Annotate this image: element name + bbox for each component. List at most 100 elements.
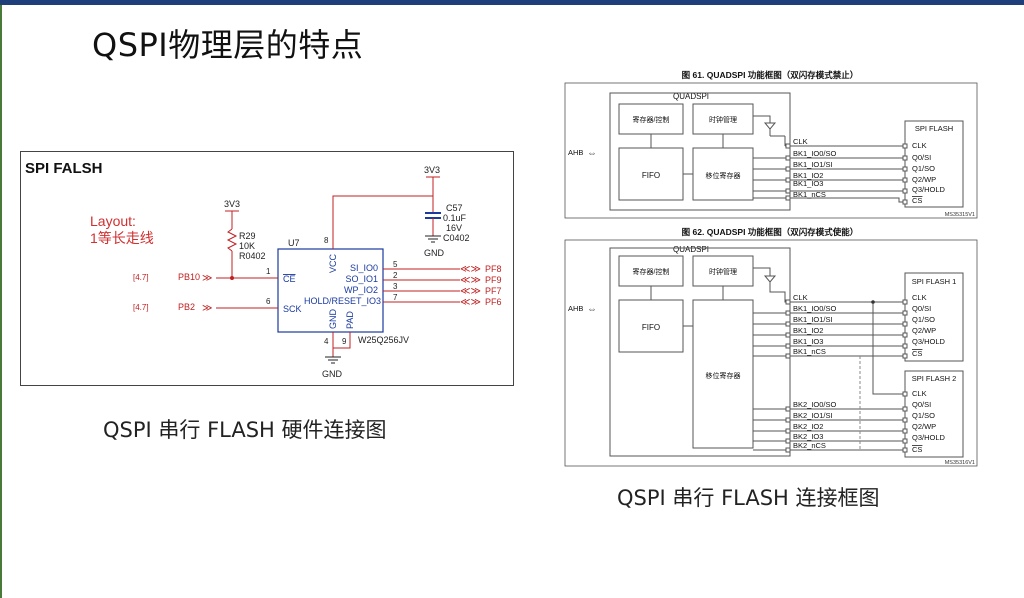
d61-ahb: AHB (568, 148, 583, 157)
d61-flash-title: SPI FLASH (915, 124, 953, 133)
d62-fifo: FIFO (642, 323, 660, 332)
d62-flash2 (904, 370, 964, 458)
c-ref: C57 (446, 203, 463, 213)
d62-flash2-pin: CLK (912, 389, 927, 398)
r-vcc-label: 3V3 (224, 199, 240, 209)
io-arrow-icon: ≪≫ (460, 297, 481, 308)
u-gnd: GND (322, 369, 343, 379)
d61-signal: BK1_nCS (793, 190, 826, 199)
chip-part: W25Q256JV (358, 335, 409, 345)
d62-shift-reg: 移位寄存器 (706, 371, 741, 380)
c-package: C0402 (443, 233, 470, 243)
d61-flash-pin: CS (912, 196, 922, 205)
d62-signal-bk2: BK2_IO3 (793, 432, 823, 441)
io-net: PF9 (485, 275, 502, 285)
left-accent-bar (0, 5, 2, 598)
io-arrow-icon: ≪≫ (460, 286, 481, 297)
d62-signal-bk2: BK2_IO2 (793, 422, 823, 431)
slide-title: QSPI物理层的特点 (92, 26, 364, 64)
d61-signal: CLK (793, 137, 808, 146)
d62-reg-ctrl: 寄存器/控制 (633, 267, 670, 276)
d62-flash2-pin: Q2/WP (912, 422, 936, 431)
io-pin-row: WP_IO2 3 ≪≫ PF7 (344, 282, 502, 297)
c-vcc-label: 3V3 (424, 165, 440, 175)
d62-signal: BK1_IO2 (793, 326, 823, 335)
d61-shift-reg: 移位寄存器 (706, 171, 741, 180)
layout-note-2: 1等长走线 (90, 230, 154, 246)
pb2-arrow-icon: ≫ (202, 303, 212, 314)
d61-flash-pin: Q3/HOLD (912, 185, 946, 194)
chip-u7 (277, 248, 384, 333)
right-caption: QSPI 串行 FLASH 连接框图 (617, 486, 880, 510)
d62-ahb: AHB (568, 304, 583, 313)
io-net: PF7 (485, 286, 502, 296)
d62-block-label: QUADSPI (673, 245, 709, 254)
d61-signal-lines (753, 135, 895, 199)
d62-signal-bk2: BK2_nCS (793, 441, 826, 450)
d61-signal: BK1_IO1/SI (793, 160, 833, 169)
io-pin-num: 3 (393, 282, 398, 291)
io-pin-name: HOLD/RESET_IO3 (304, 296, 381, 306)
c-gnd: GND (424, 248, 445, 258)
r-value: 10K (239, 241, 255, 251)
pin-vcc: VCC (328, 253, 338, 273)
d61-flash-pin: Q2/WP (912, 175, 936, 184)
io-net: PF8 (485, 264, 502, 274)
d62-flash2-title: SPI FLASH 2 (912, 374, 957, 383)
d61-reg-ctrl: 寄存器/控制 (633, 115, 670, 124)
schematic-header: SPI FALSH (25, 160, 103, 177)
d62-flash1 (904, 272, 964, 362)
chip-ref: U7 (288, 238, 300, 248)
diagram61-title: 图 61. QUADSPI 功能框图（双闪存模式禁止） (682, 70, 859, 80)
d61-ahb-arrow-icon: ⇔ (587, 148, 597, 159)
net-name-pb10: PB10 (178, 272, 200, 282)
io-net: PF6 (485, 297, 502, 307)
pin-gnd: GND (328, 309, 338, 330)
pin-sck-num: 6 (266, 297, 271, 306)
d62-signal: BK1_IO3 (793, 337, 823, 346)
d61-code: MS35315V1 (945, 212, 975, 218)
io-pin-name: SI_IO0 (350, 263, 378, 273)
pin-sck: SCK (283, 304, 302, 314)
c-voltage: 16V (446, 223, 462, 233)
pin-vcc-num: 8 (324, 236, 329, 245)
pin-ce-num: 1 (266, 267, 271, 276)
d62-flash1-pin: Q0/SI (912, 304, 931, 313)
d61-flash (904, 120, 964, 208)
net-name-pb2: PB2 (178, 302, 195, 312)
d61-flash-pin: CLK (912, 141, 927, 150)
d62-flash1-pin: Q2/WP (912, 326, 936, 335)
layout-note-1: Layout: (90, 213, 136, 229)
d62-code: MS35316V1 (945, 460, 975, 466)
schematic-panel: SPI FALSH Layout: 1等长走线 3V3 R29 10K R040… (20, 151, 514, 386)
d62-signal: BK1_IO1/SI (793, 315, 833, 324)
r-package: R0402 (239, 251, 266, 261)
io-pin-num: 5 (393, 260, 398, 269)
d61-block-label: QUADSPI (673, 92, 709, 101)
d62-ahb-arrow-icon: ⇔ (587, 304, 597, 315)
c-value: 0.1uF (443, 213, 467, 223)
io-pin-row: SO_IO1 2 ≪≫ PF9 (345, 271, 501, 286)
top-accent-bar (0, 0, 1024, 5)
d62-signal: CLK (793, 293, 808, 302)
d62-flash1-pin: Q1/SO (912, 315, 935, 324)
net-ref-1: [4.7] (133, 273, 149, 282)
d62-flash1-pin: Q3/HOLD (912, 337, 946, 346)
io-pin-row: SI_IO0 5 ≪≫ PF8 (350, 260, 502, 275)
d62-signal: BK1_nCS (793, 347, 826, 356)
d62-flash1-title: SPI FLASH 1 (912, 277, 957, 286)
d61-flash-pin: Q1/SO (912, 164, 935, 173)
d61-signal: BK1_IO0/SO (793, 149, 837, 158)
d61-signal: BK1_IO2 (793, 171, 823, 180)
d61-signal: BK1_IO3 (793, 179, 823, 188)
net-ref-2: [4.7] (133, 303, 149, 312)
d62-signal-bk2: BK2_IO1/SI (793, 411, 833, 420)
io-pin-name: SO_IO1 (345, 274, 378, 284)
pin-gnd-num: 4 (324, 337, 329, 346)
d61-clk-mgmt: 时钟管理 (709, 115, 737, 124)
io-pin-name: WP_IO2 (344, 285, 378, 295)
pb10-arrow-icon: ≫ (202, 273, 212, 284)
d62-flash2-pin: Q3/HOLD (912, 433, 946, 442)
d62-flash2-pin: Q0/SI (912, 400, 931, 409)
d61-fifo: FIFO (642, 171, 660, 180)
